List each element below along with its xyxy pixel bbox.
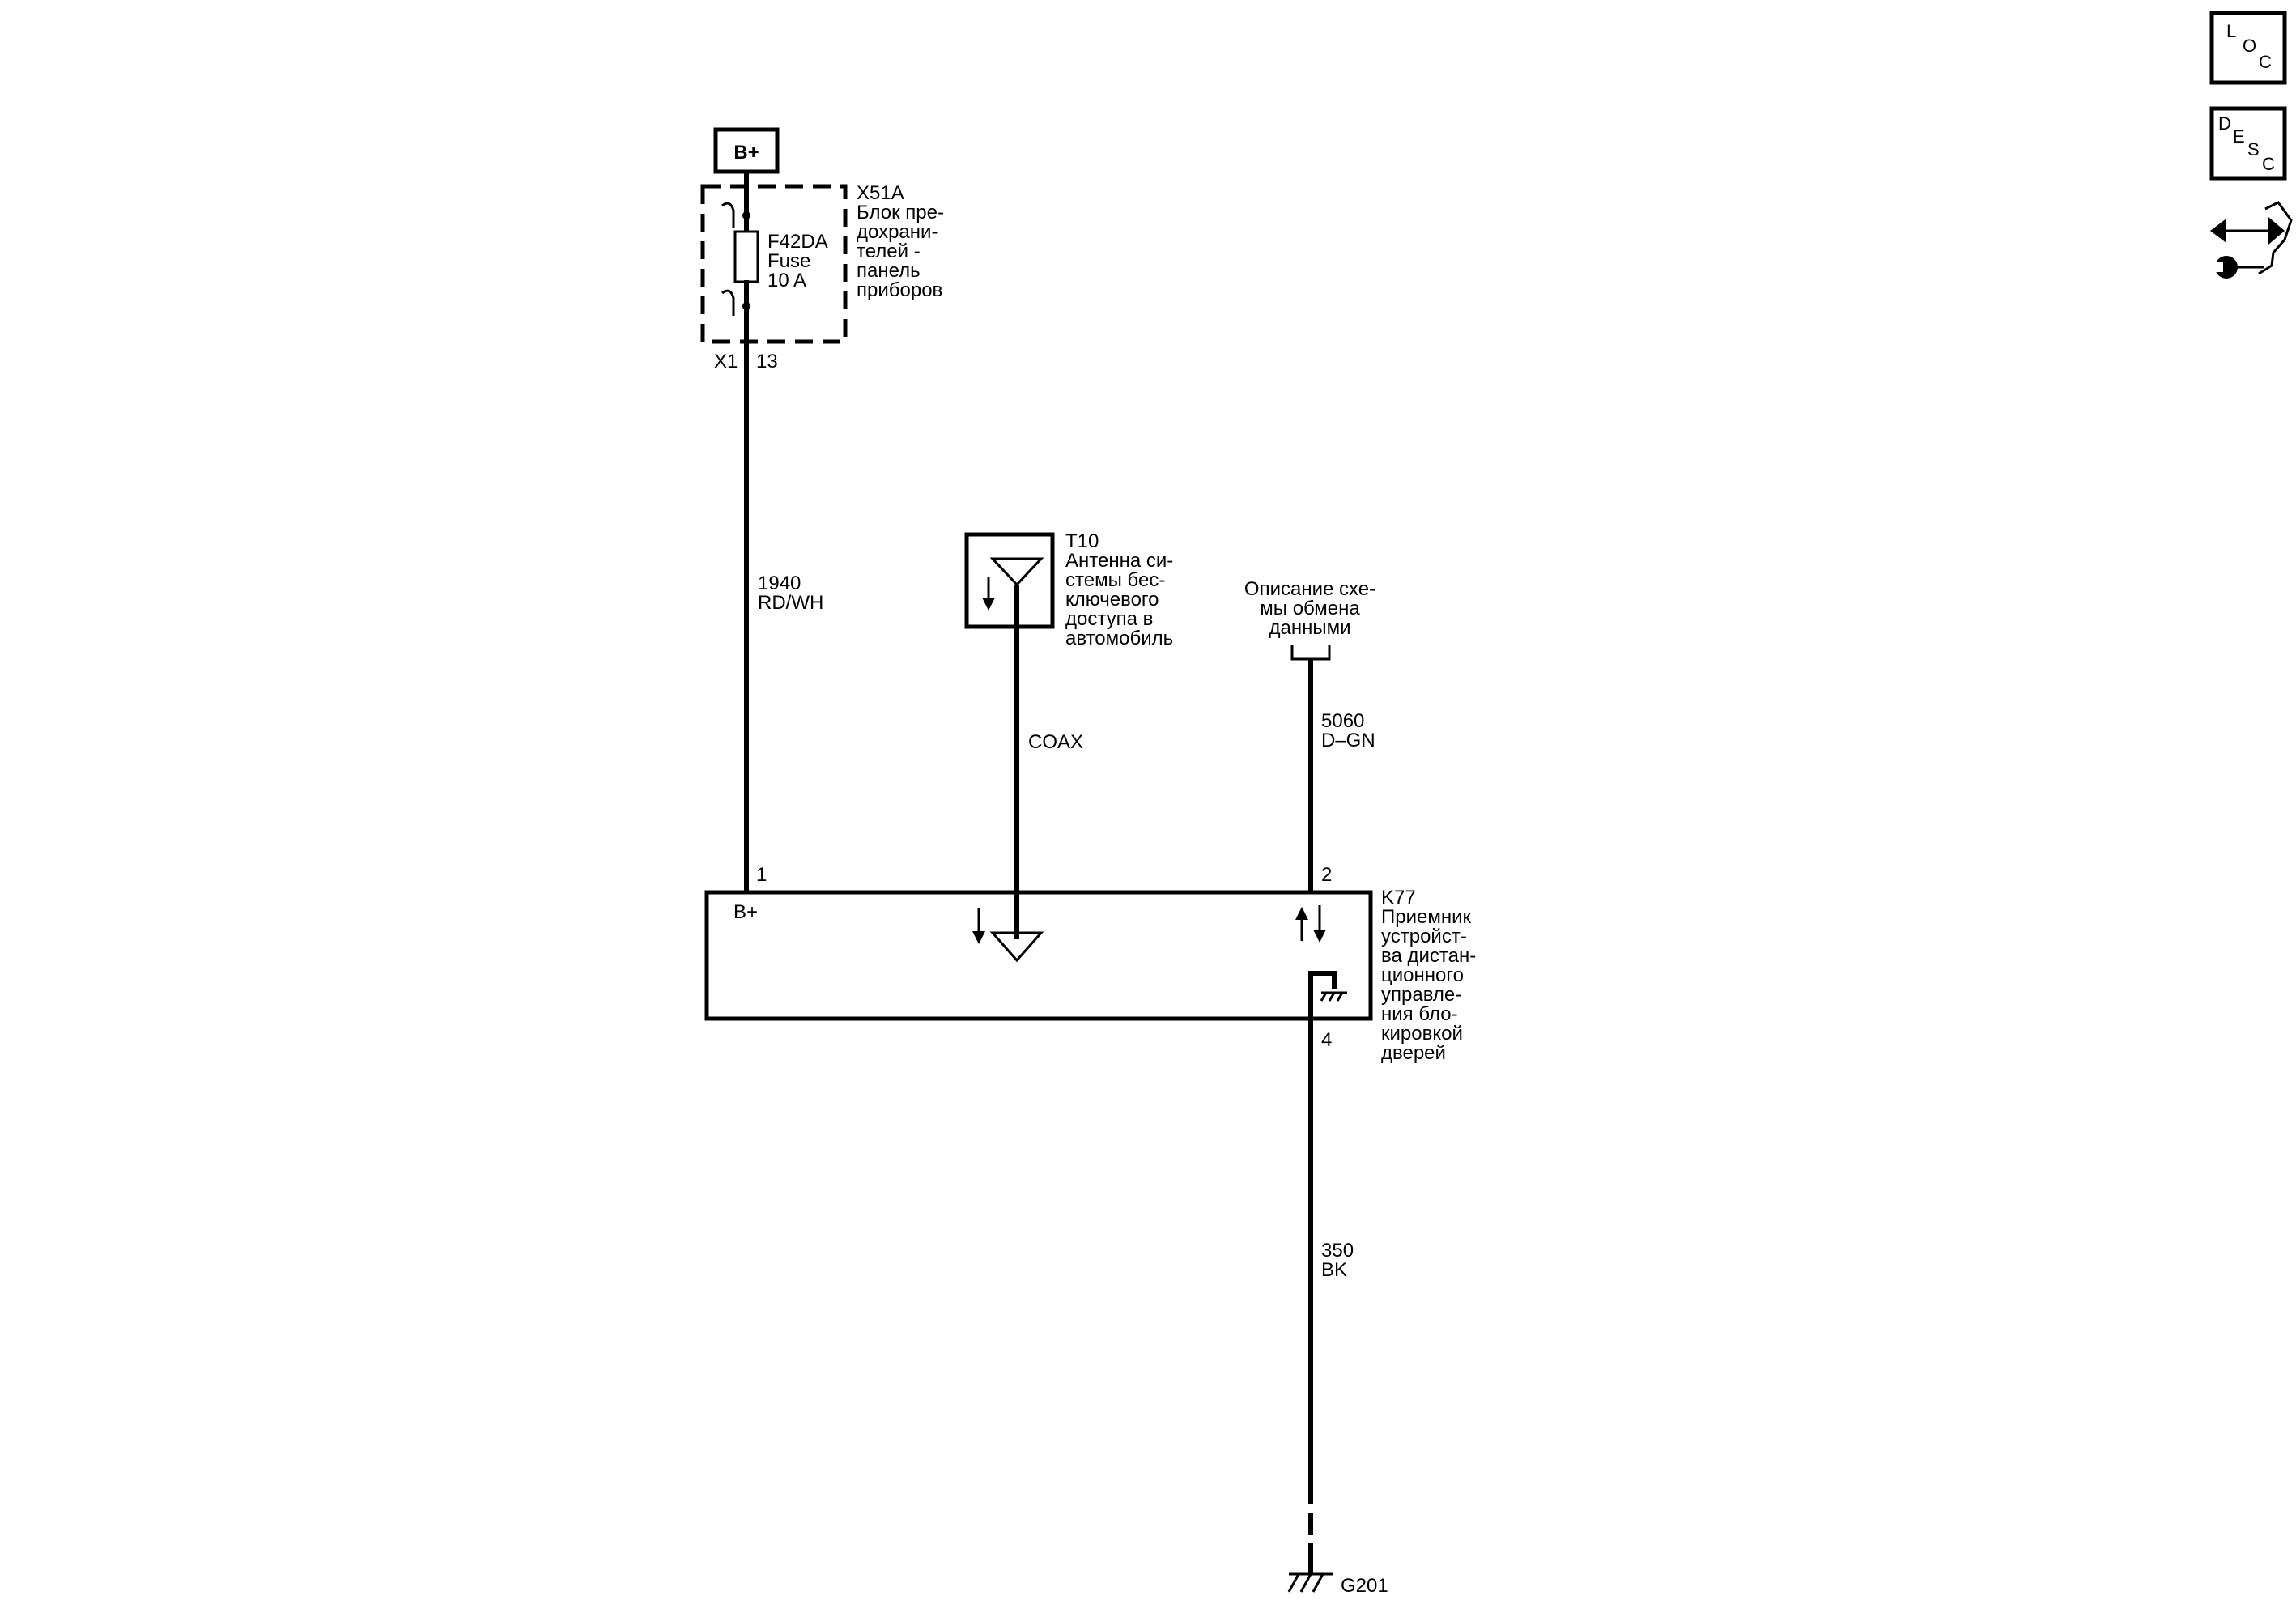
fuse-symbol: [733, 230, 759, 283]
wire-power-circuit: 1940: [758, 572, 801, 594]
receiver-pin-power: 1: [756, 864, 767, 886]
receiver-name-line: Приемник: [1381, 906, 1472, 928]
wire-data-color: D–GN: [1321, 730, 1375, 751]
receiver-name-line: управле-: [1381, 984, 1461, 1006]
receiver-k77: 1 2 B+ 4 K77 Приемник устройст- ва: [704, 864, 1476, 1064]
desc-letter: E: [2233, 126, 2245, 147]
ground-point-id: G201: [1341, 1575, 1388, 1597]
fuse-block-name-line: панель: [857, 260, 921, 282]
fuse-block-name-line: приборов: [857, 279, 942, 301]
wire-ground-color: BK: [1321, 1259, 1347, 1281]
desc-letter: D: [2218, 113, 2231, 134]
desc-letter: S: [2247, 139, 2260, 160]
loc-letter: C: [2259, 52, 2272, 72]
wire-ground: 350 BK: [1308, 1019, 1354, 1563]
fuse-block-pin: 13: [756, 351, 778, 372]
connector-wrench-icon: [2210, 201, 2293, 279]
loc-button[interactable]: L O C: [2209, 11, 2287, 85]
fuse-block-id: X51A: [857, 182, 904, 204]
receiver-name-line: ционного: [1381, 964, 1464, 986]
chassis-ground-icon: [1287, 1563, 1333, 1593]
data-reference-line: мы обмена: [1260, 598, 1360, 619]
desc-letter: C: [2262, 154, 2275, 174]
receiver-name-line: дверей: [1381, 1042, 1446, 1064]
fuse-rating: 10 A: [767, 270, 806, 291]
wire-coax: COAX: [1014, 585, 1083, 939]
fuse-terminal-top: [721, 202, 750, 228]
receiver-name-line: устройст-: [1381, 926, 1467, 947]
receiver-supply-label: B+: [733, 901, 758, 923]
antenna-icon: [989, 557, 1044, 587]
receiver-name-line: кировкой: [1381, 1023, 1463, 1045]
data-bidirectional-arrows-icon: [1295, 905, 1326, 943]
receiver-id: K77: [1381, 887, 1416, 908]
antenna-name-line: ключевого: [1065, 589, 1159, 611]
receiver-pin-ground: 4: [1321, 1029, 1332, 1051]
data-reference-line: данными: [1269, 617, 1350, 639]
wire-ground-circuit: 350: [1321, 1240, 1354, 1262]
wire-coax-label: COAX: [1028, 731, 1083, 753]
antenna-id: T10: [1065, 530, 1099, 552]
fuse-block-name-line: дохрани-: [857, 221, 938, 243]
antenna-name-line: стемы бес-: [1065, 569, 1165, 591]
antenna-name-line: Антенна си-: [1065, 550, 1173, 572]
ground-point-g201: G201: [1287, 1563, 1388, 1597]
fuse-type: Fuse: [767, 250, 810, 272]
antenna-name-line: доступа в: [1065, 608, 1153, 630]
antenna-name-line: автомобиль: [1065, 628, 1173, 649]
loc-letter: O: [2243, 36, 2256, 56]
desc-button[interactable]: D E S C: [2209, 106, 2287, 181]
receiver-internal-ground-icon: [1308, 971, 1347, 1019]
receiver-pin-data: 2: [1321, 864, 1332, 886]
wire-data: 5060 D–GN: [1308, 659, 1375, 892]
antenna-t10: T10 Антенна си- стемы бес- ключевого дос…: [964, 530, 1173, 649]
antenna-signal-arrow-icon: [982, 577, 995, 611]
fuse-terminal-bottom: [721, 289, 750, 316]
fuse-block-name-line: телей -: [857, 240, 921, 262]
fuse-block-name-line: Блок пре-: [857, 202, 944, 223]
service-connector-button[interactable]: [2210, 201, 2293, 279]
wire-power: 1940 RD/WH: [744, 342, 823, 892]
receiver-name-line: ва дистан-: [1381, 945, 1476, 967]
loc-letter: L: [2226, 21, 2236, 41]
power-source-b-plus: B+: [713, 127, 780, 174]
receiver-name-line: ния бло-: [1381, 1003, 1458, 1025]
data-reference-line: Описание схе-: [1244, 578, 1375, 600]
fuse-block-x51a: F42DA Fuse 10 A X51A Блок пре- дохрани- …: [700, 172, 944, 372]
power-source-label: B+: [733, 142, 759, 164]
wire-power-color: RD/WH: [758, 592, 823, 614]
wire-data-circuit: 5060: [1321, 710, 1364, 732]
fuse-name: F42DA: [767, 231, 828, 253]
data-reference: Описание схе- мы обмена данными: [1244, 578, 1375, 661]
receiver-signal-arrow-icon: [972, 908, 985, 944]
fuse-block-connector: X1: [714, 351, 738, 372]
